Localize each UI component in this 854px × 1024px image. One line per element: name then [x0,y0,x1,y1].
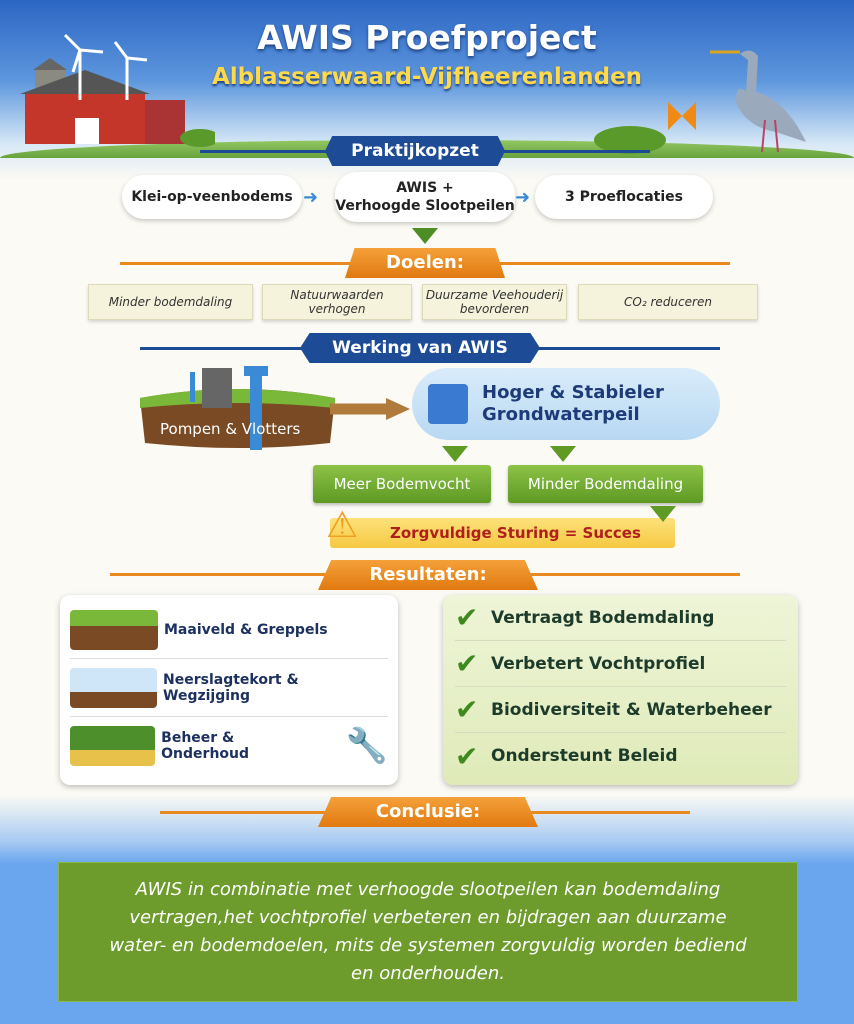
rain-icon [70,667,158,708]
page-title: AWIS Proefproject [257,18,597,57]
arrow-down-icon [550,446,576,462]
check-item: Ondersteunt Beleid [491,746,678,766]
arrow-down-icon [412,228,438,244]
setup-locations: 3 Proeflocaties [535,175,713,219]
doelen-banner: Doelen: [345,248,505,278]
arrow-right-icon: ➜ [303,187,319,208]
topic-item: Neerslagtekort & Wegzijging [163,671,299,704]
arrow-right-icon [330,398,410,420]
conclusion-text: AWIS in combinatie met verhoogde slootpe… [58,862,798,1002]
arrow-down-icon [650,506,676,522]
wrench-icon: 🔧 [345,726,388,766]
check-item: Vertraagt Bodemdaling [491,607,715,628]
pumps-floats-label: Pompen & Vlotters [160,420,301,438]
setup-soil: Klei-op-veenbodems [122,175,302,219]
effect-subsidence: Minder Bodemdaling [508,465,703,503]
arrow-down-icon [442,446,468,462]
check-item: Biodiversiteit & Waterbeheer [491,699,772,720]
farm-windmill-icon [20,33,215,147]
page-subtitle: Alblasserwaard-Vijfheerenlanden [211,64,643,90]
goal-item: CO₂ reduceren [578,284,758,320]
goal-item: Minder bodemdaling [88,284,253,320]
goal-item: Natuurwaarden verhogen [262,284,412,320]
trees-icon [70,726,156,766]
water-drop-icon [428,384,468,424]
effect-moisture: Meer Bodemvocht [313,465,491,503]
topic-item: Maaiveld & Greppels [164,621,328,638]
arrow-right-icon: ➜ [515,187,531,208]
field-icon [70,609,158,650]
check-icon: ✔ [455,739,479,773]
werking-banner: Werking van AWIS [300,333,540,363]
heron-butterfly-icon [594,50,806,154]
goal-item: Duurzame Veehouderij bevorderen [422,284,567,320]
results-checks-panel: ✔ Vertraagt Bodemdaling ✔ Verbetert Vochtp… [443,595,798,785]
check-item: Verbetert Vochtprofiel [491,653,706,674]
topic-item: Beheer & Onderhoud [161,730,250,762]
setup-awis: AWIS + Verhoogde Slootpeilen [335,172,515,222]
check-icon: ✔ [455,601,479,634]
warning-icon: ⚠ [326,505,359,546]
warning-bar: Zorgvuldige Sturing = Succes [330,518,675,548]
praktijkopzet-banner: Praktijkopzet [325,136,505,166]
check-icon: ✔ [455,647,479,680]
resultaten-banner: Resultaten: [318,560,538,590]
conclusie-banner: Conclusie: [318,797,538,827]
soil-pump-icon [140,366,335,450]
check-icon: ✔ [455,693,479,726]
results-topics-panel: Maaiveld & Greppels Neerslagtekort & Weg… [60,595,398,785]
